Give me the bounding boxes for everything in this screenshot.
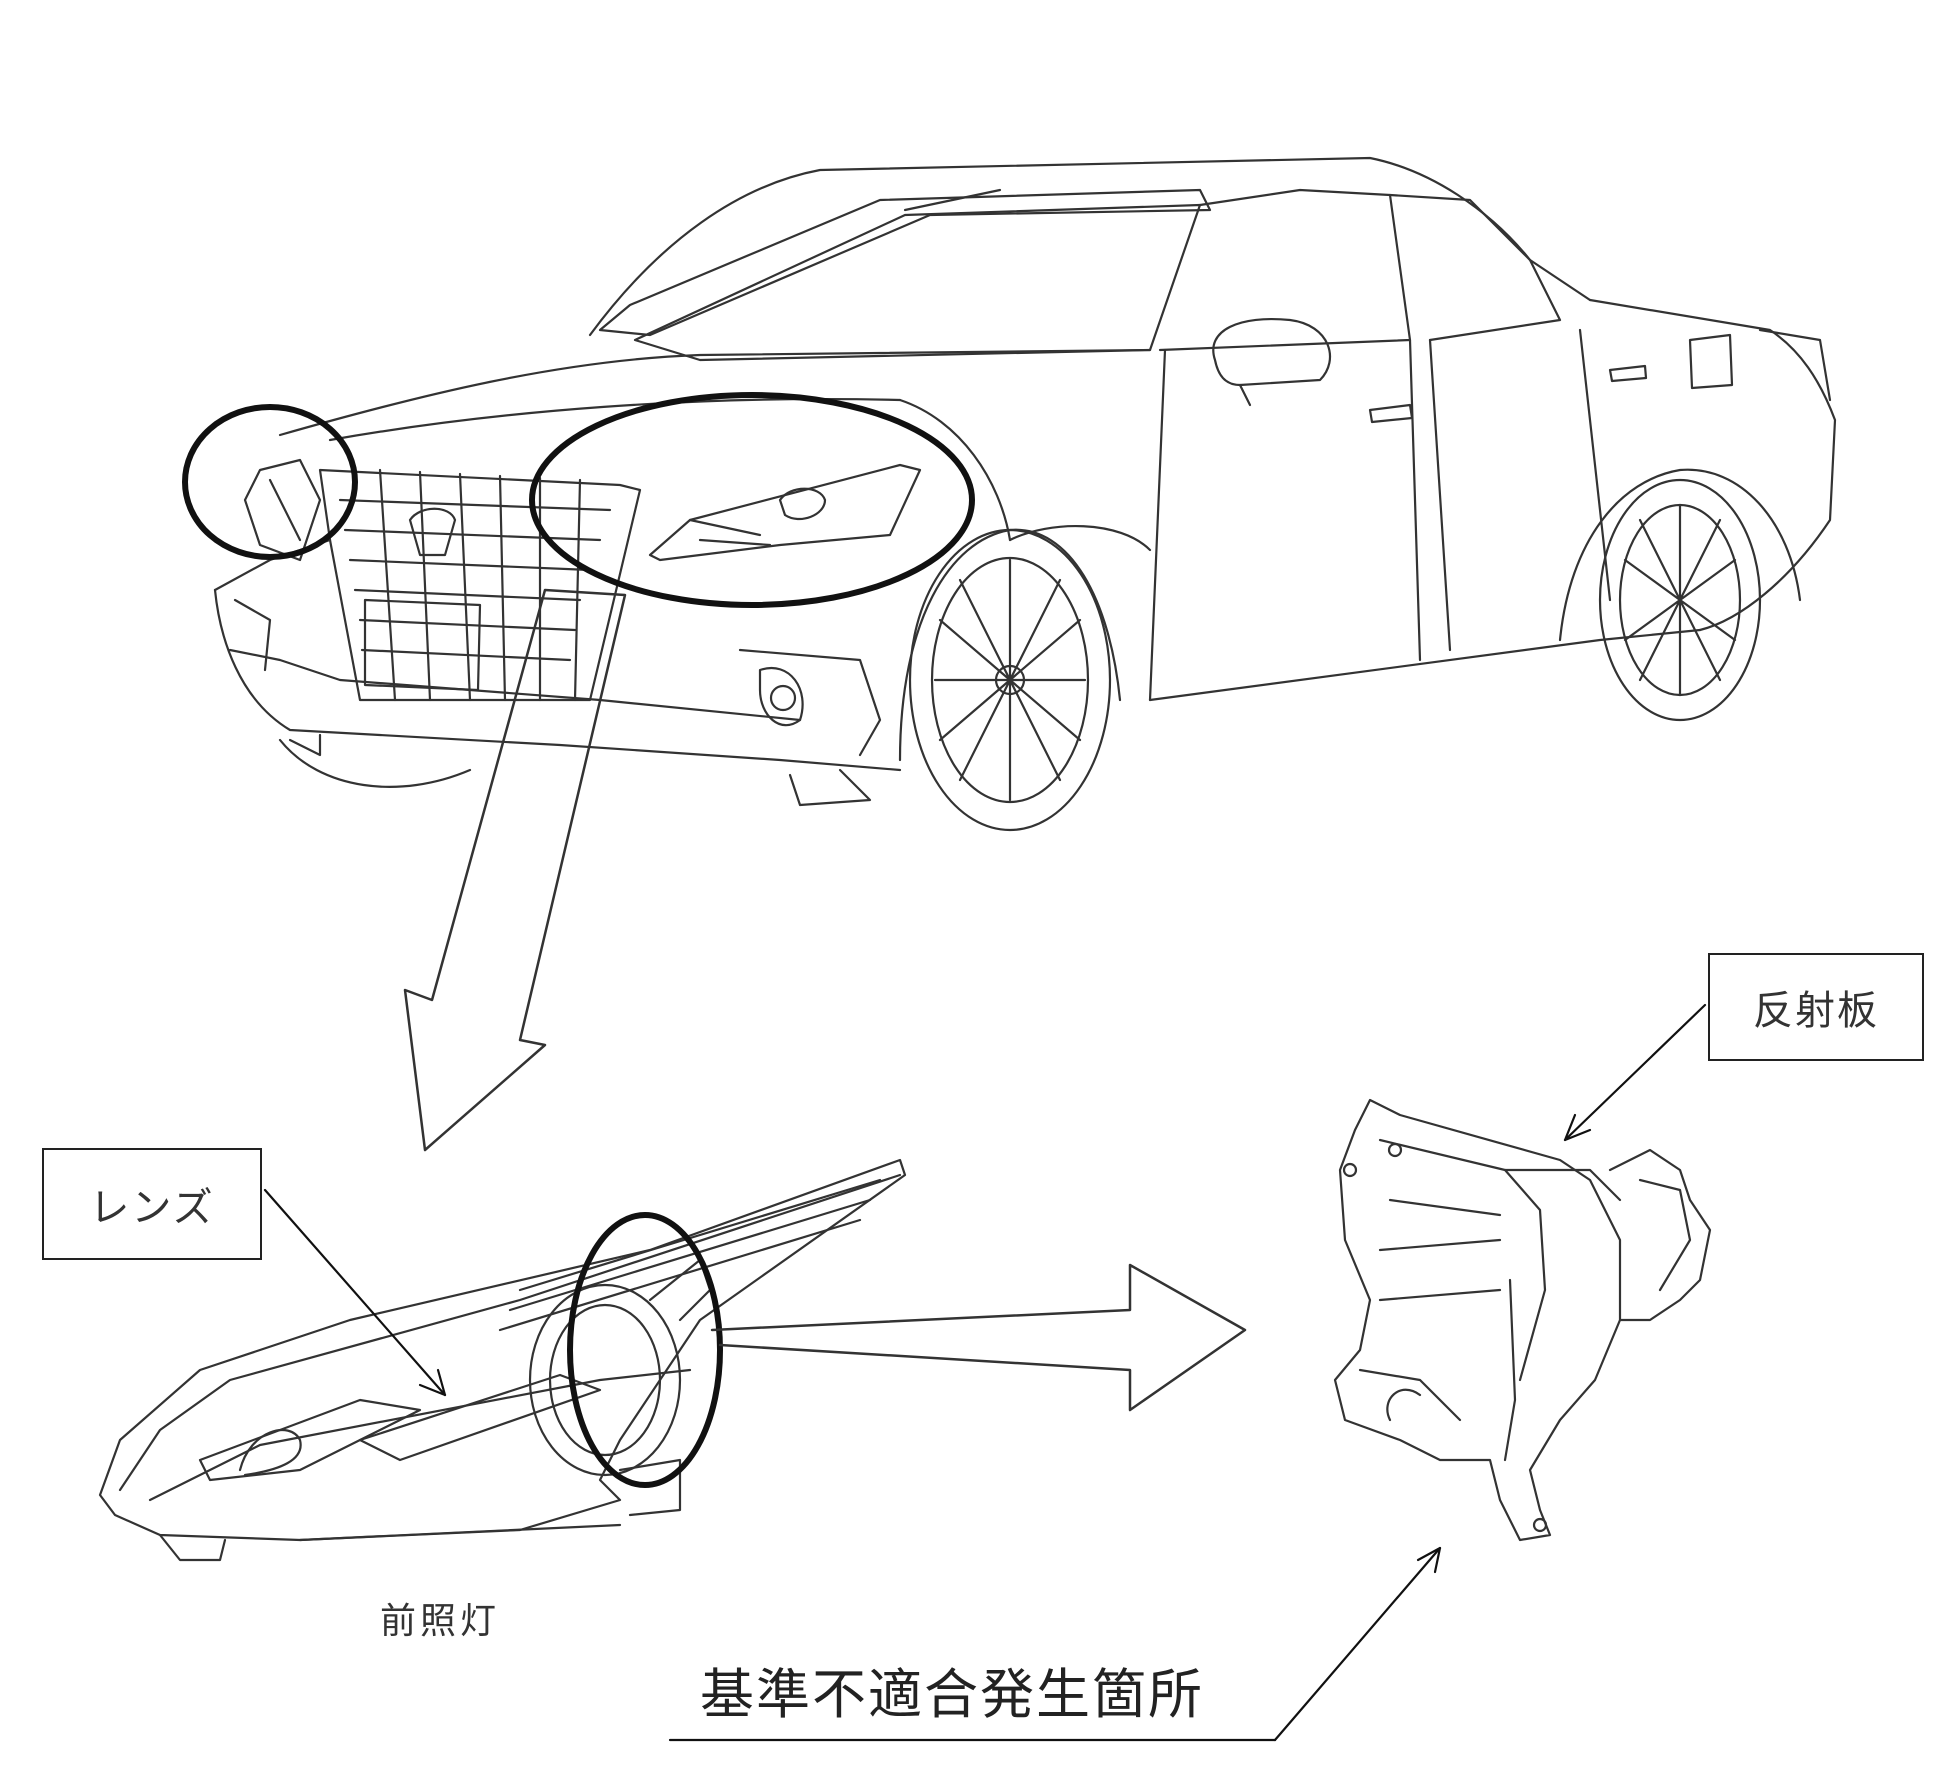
zoom-arrow-right (710, 1263, 1247, 1412)
reflector-callout: 反射板 (1708, 953, 1924, 1061)
headlamp-illustration (98, 1158, 907, 1562)
reflector-pointer (1563, 1003, 1707, 1142)
right-headlamp-circle (529, 392, 975, 608)
car-illustration (213, 156, 1837, 832)
reflector-illustration (1333, 1098, 1712, 1542)
zoom-arrow-down (403, 588, 627, 1152)
lens-label: レンズ (89, 1185, 215, 1231)
projector-circle (567, 1212, 723, 1488)
pointer-arrows (263, 1003, 1707, 1742)
lens-callout: レンズ (42, 1148, 262, 1260)
nonconformity-pointer (1273, 1546, 1442, 1742)
left-headlamp-circle (182, 404, 358, 560)
headlamp-caption: 前照灯 (380, 1601, 501, 1642)
reflector-label: 反射板 (1753, 988, 1879, 1034)
lens-pointer (263, 1188, 447, 1397)
nonconformity-caption: 基準不適合発生箇所 (700, 1663, 1204, 1726)
highlight-circles (182, 392, 975, 608)
